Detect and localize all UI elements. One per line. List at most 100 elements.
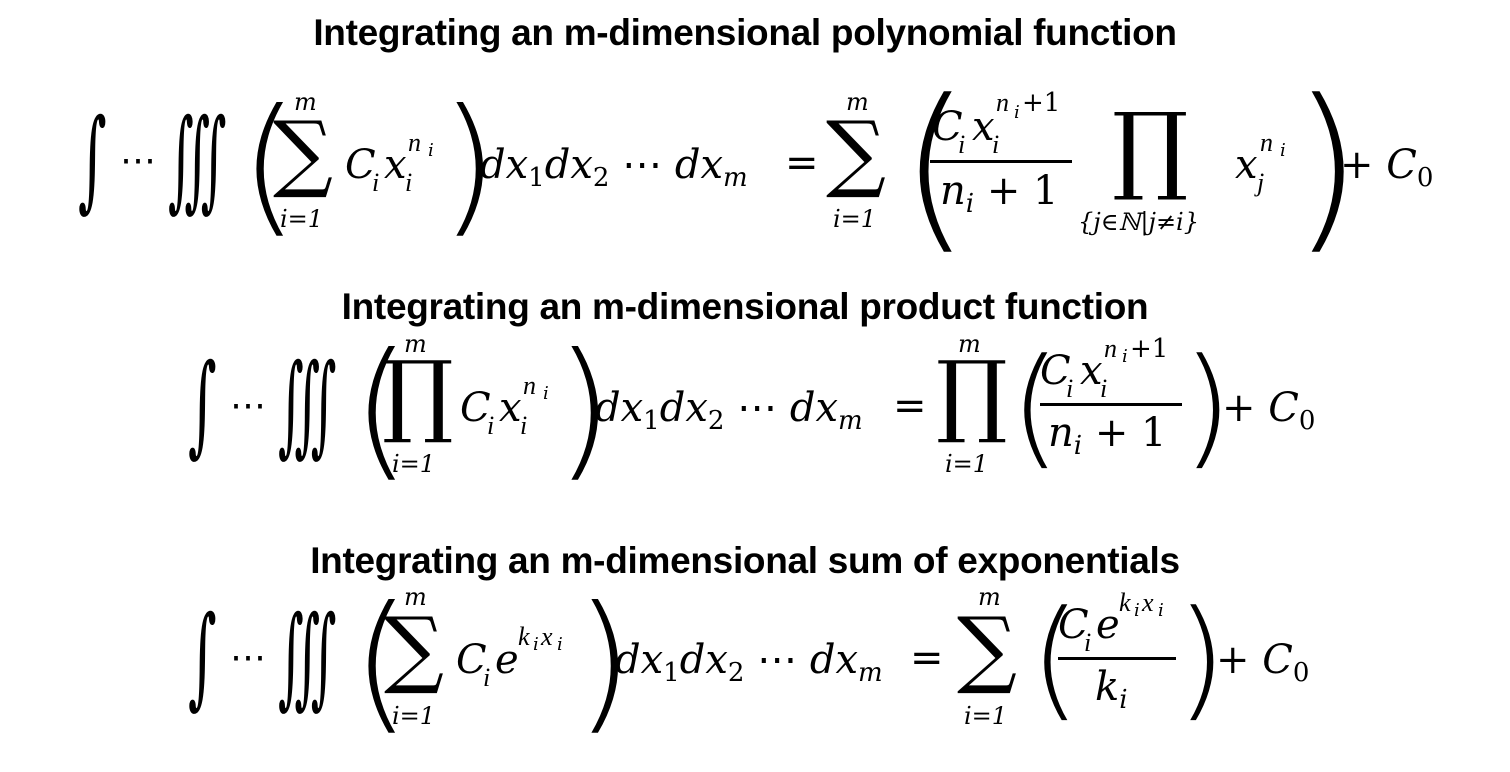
equals-sign: = bbox=[785, 140, 819, 186]
triple-integral-sign: ∭ bbox=[168, 95, 227, 223]
exp-k: k bbox=[518, 622, 530, 651]
product-icon: ∏ bbox=[936, 342, 1008, 447]
left-paren: ( bbox=[900, 62, 971, 271]
left-paren: ( bbox=[352, 575, 411, 749]
integral-sign: ∫ bbox=[188, 340, 217, 468]
denominator: ki bbox=[1095, 664, 1128, 715]
section-title-product: Integrating an m-dimensional product fun… bbox=[341, 286, 1149, 327]
ellipsis: ⋯ bbox=[230, 637, 266, 678]
denominator: ni + 1 bbox=[1048, 410, 1167, 461]
exp-plus-one: +1 bbox=[1022, 88, 1061, 118]
sum-upper: m bbox=[294, 88, 317, 116]
product-icon: ∏ bbox=[1112, 92, 1189, 204]
exp-sub-i: i bbox=[1014, 102, 1020, 123]
exp-n: n bbox=[408, 128, 421, 157]
exp-n: n bbox=[523, 371, 536, 400]
numerator-x: x bbox=[972, 104, 995, 150]
integral-sign: ∫ bbox=[78, 95, 107, 223]
equals-sign: = bbox=[910, 635, 944, 681]
product-upper: m bbox=[958, 330, 981, 358]
section-title-polynomial: Integrating an m-dimensional polynomial … bbox=[313, 12, 1177, 53]
section-title-exponentials: Integrating an m-dimensional sum of expo… bbox=[310, 540, 1180, 581]
fraction-bar bbox=[1040, 403, 1182, 406]
exp-n: n bbox=[996, 88, 1009, 117]
right-paren: ) bbox=[1176, 582, 1227, 734]
differentials: dx1dx2 ⋯ dxm bbox=[480, 142, 748, 193]
C-symbol: C bbox=[460, 385, 491, 431]
numerator-x: x bbox=[1080, 348, 1103, 394]
x-symbol: x bbox=[384, 142, 407, 188]
product-lower-set: {j∈ℕ|j≠i} bbox=[1078, 208, 1199, 236]
exp-x: x bbox=[1142, 588, 1154, 617]
sum-lower: i=1 bbox=[280, 205, 324, 233]
differentials: dx1dx2 ⋯ dxm bbox=[595, 385, 863, 436]
exp-n: n bbox=[1104, 334, 1117, 363]
numerator-C: C bbox=[1058, 602, 1089, 648]
sum-upper: m bbox=[978, 583, 1001, 611]
sum-upper: m bbox=[846, 88, 869, 116]
right-paren: ) bbox=[575, 575, 634, 749]
right-paren: ) bbox=[440, 78, 499, 252]
left-paren: ( bbox=[352, 322, 411, 496]
right-paren: ) bbox=[555, 322, 614, 496]
exp-sub-i: i bbox=[1122, 346, 1128, 367]
sum-icon: ∑ bbox=[384, 599, 444, 697]
x-j: x bbox=[1235, 142, 1258, 188]
numerator-e: e bbox=[1096, 602, 1120, 648]
sub-i: i bbox=[992, 130, 1000, 159]
constant: + C0 bbox=[1222, 385, 1316, 436]
sub-i: i bbox=[372, 168, 380, 197]
C-symbol: C bbox=[456, 637, 487, 683]
constant: + C0 bbox=[1340, 142, 1434, 193]
differentials: dx1dx2 ⋯ dxm bbox=[615, 637, 883, 688]
ellipsis: ⋯ bbox=[230, 385, 266, 426]
sub-i: i bbox=[520, 411, 528, 440]
numerator-C: C bbox=[1040, 348, 1071, 394]
triple-integral-sign: ∭ bbox=[278, 592, 337, 720]
denominator: ni + 1 bbox=[940, 168, 1059, 219]
triple-integral-sign: ∭ bbox=[278, 340, 337, 468]
e-symbol: e bbox=[495, 637, 519, 683]
sub-i: i bbox=[1084, 628, 1092, 657]
constant: + C0 bbox=[1216, 637, 1310, 688]
exp-n: n bbox=[1260, 128, 1273, 157]
C-symbol: C bbox=[345, 142, 376, 188]
ellipsis: ⋯ bbox=[120, 140, 156, 181]
product-icon: ∏ bbox=[382, 342, 454, 447]
product-lower: i=1 bbox=[945, 450, 989, 478]
sub-i: i bbox=[405, 168, 413, 197]
product-upper: m bbox=[404, 330, 427, 358]
sub-i: i bbox=[1066, 374, 1074, 403]
exp-k: k bbox=[1119, 588, 1131, 617]
exp-sub-i: i bbox=[533, 634, 539, 655]
sum-icon: ∑ bbox=[957, 599, 1017, 697]
exp-sub-i: i bbox=[543, 383, 549, 404]
sum-lower: i=1 bbox=[964, 702, 1008, 730]
equals-sign: = bbox=[893, 383, 927, 429]
integral-sign: ∫ bbox=[188, 592, 217, 720]
exp-sub-i: i bbox=[1134, 600, 1140, 621]
left-paren: ( bbox=[240, 78, 299, 252]
sub-i: i bbox=[1100, 374, 1108, 403]
fraction-bar bbox=[1058, 657, 1176, 660]
exp-plus-one: +1 bbox=[1130, 334, 1169, 364]
exp-sub-i: i bbox=[1280, 140, 1286, 161]
sum-icon: ∑ bbox=[826, 103, 886, 201]
exp-x: x bbox=[541, 622, 553, 651]
left-paren: ( bbox=[1010, 330, 1061, 482]
sum-upper: m bbox=[404, 583, 427, 611]
product-lower: i=1 bbox=[392, 450, 436, 478]
sub-j: j bbox=[1257, 168, 1265, 197]
sub-i: i bbox=[483, 663, 491, 692]
exp-sub-i: i bbox=[1158, 600, 1164, 621]
sub-i: i bbox=[958, 130, 966, 159]
sum-lower: i=1 bbox=[392, 702, 436, 730]
sub-i: i bbox=[487, 411, 495, 440]
fraction-bar bbox=[930, 160, 1072, 163]
x-symbol: x bbox=[499, 385, 522, 431]
right-paren: ) bbox=[1182, 330, 1233, 482]
sum-icon: ∑ bbox=[273, 103, 333, 201]
exp-sub-i: i bbox=[557, 634, 563, 655]
sum-lower: i=1 bbox=[833, 205, 877, 233]
exp-sub-i: i bbox=[428, 140, 434, 161]
